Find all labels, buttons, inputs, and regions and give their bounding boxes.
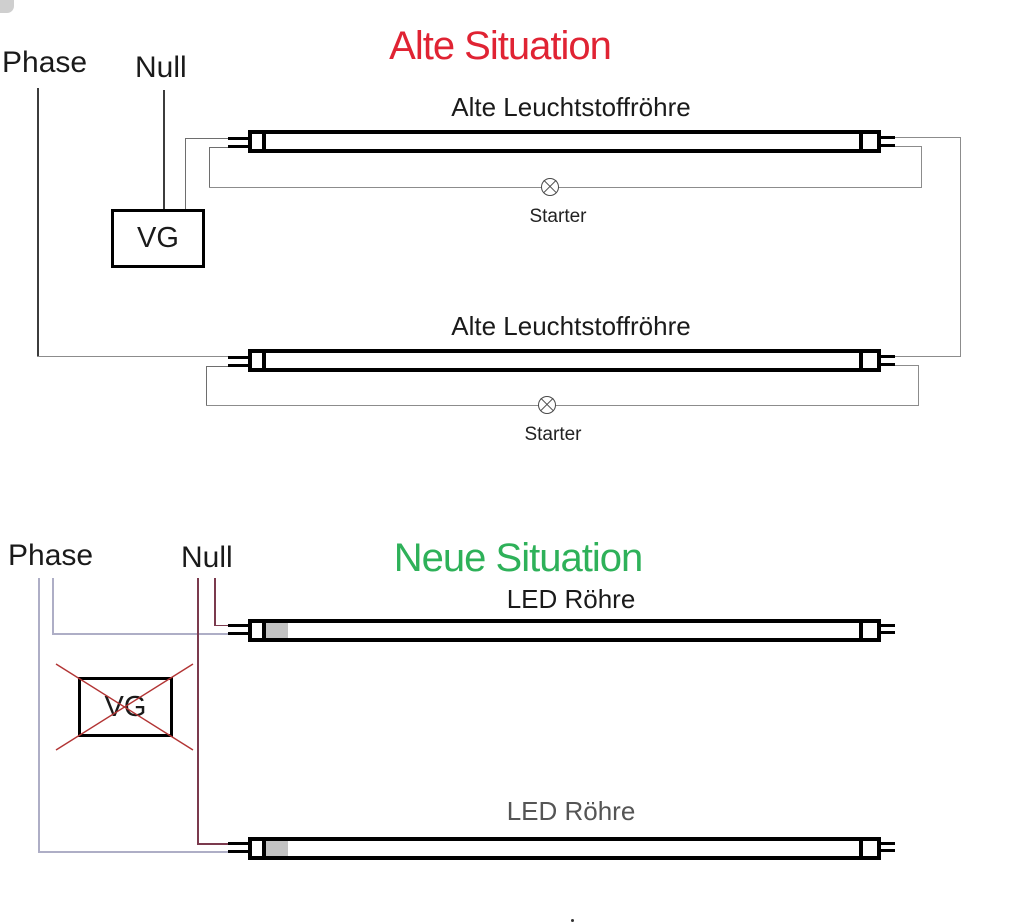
- tube-cap-divider: [262, 623, 266, 638]
- starter-icon: [541, 178, 559, 196]
- phase-wire-new-short-h: [52, 633, 239, 635]
- screenshot-corner-artifact: [0, 0, 14, 13]
- tube-pin: [881, 136, 895, 139]
- cross-out-icon: [55, 663, 194, 751]
- phase-wire-new-long-h: [38, 851, 238, 853]
- series-wire-tube2-right-h: [895, 356, 961, 358]
- tube-body: [248, 349, 881, 372]
- tube-body: [248, 837, 881, 860]
- null-label-old: Null: [135, 51, 187, 84]
- ballast-wire-tube1-top-h: [185, 138, 231, 140]
- starter1-wire-left-h: [209, 147, 231, 149]
- fluorescent-tube-2: [228, 349, 895, 372]
- series-wire-tube1-right-h: [895, 137, 961, 139]
- null-wire-new-short-h: [214, 624, 240, 627]
- tube-cap-divider: [859, 353, 863, 368]
- starter2-wire-right-v: [918, 365, 920, 406]
- starter1-wire-right-v: [921, 146, 923, 188]
- old-section-title: Alte Situation: [389, 24, 612, 68]
- tube-cap-divider: [262, 353, 266, 368]
- tube-pin: [228, 137, 249, 140]
- fluorescent-tube-1: [228, 130, 895, 153]
- led-driver-block: [266, 841, 288, 856]
- phase-wire-new-long-v: [38, 578, 40, 852]
- tube-pin: [228, 364, 249, 367]
- tube-cap-divider: [262, 841, 266, 856]
- null-wire-to-ballast: [163, 90, 165, 209]
- led-tube-2: [228, 837, 895, 860]
- tube-pin: [228, 842, 249, 845]
- null-wire-new-long-v: [197, 578, 199, 844]
- series-wire-right-v: [960, 137, 962, 357]
- old-tube2-label: Alte Leuchtstoffröhre: [451, 311, 691, 341]
- tube-pin: [881, 842, 895, 845]
- phase-wire-new-short-v: [52, 578, 54, 634]
- phase-wire-vertical-old: [37, 88, 39, 356]
- led-tube-1: [228, 619, 895, 642]
- tube-cap-divider: [859, 623, 863, 638]
- new-section-title: Neue Situation: [393, 536, 643, 580]
- old-tube1-label: Alte Leuchtstoffröhre: [451, 92, 691, 122]
- null-wire-new-long-h: [197, 843, 240, 845]
- starter2-wire-left-h: [206, 366, 231, 368]
- tube-pin: [881, 363, 895, 366]
- starter2-wire-right-h: [895, 365, 919, 367]
- led-tube1-label: LED Röhre: [506, 584, 636, 614]
- starter1-loop-wire: [209, 187, 922, 189]
- tube-cap-divider: [859, 841, 863, 856]
- starter1-label: Starter: [529, 206, 587, 227]
- null-wire-new-short-v: [214, 578, 216, 626]
- phase-label-new: Phase: [8, 539, 94, 572]
- led-tube2-label: LED Röhre: [506, 796, 636, 826]
- starter-icon: [538, 396, 556, 414]
- ballast-wire-tube1-top-v: [185, 138, 187, 210]
- ballast-label-old: VG: [137, 222, 179, 254]
- phase-label-old: Phase: [2, 46, 88, 79]
- tube-body: [248, 130, 881, 153]
- tube-pin: [881, 355, 895, 358]
- led-driver-block: [266, 623, 288, 638]
- stray-dot: [571, 919, 574, 922]
- tube-pin: [228, 632, 249, 635]
- starter1-wire-right-h: [895, 146, 922, 148]
- null-label-new: Null: [181, 541, 233, 574]
- phase-wire-to-tube2: [37, 356, 231, 358]
- tube-pin: [228, 356, 249, 359]
- tube-pin: [228, 624, 249, 627]
- tube-pin: [881, 144, 895, 147]
- starter2-wire-left-v: [206, 366, 208, 406]
- starter2-label: Starter: [524, 424, 582, 445]
- starter1-wire-left-v: [209, 147, 211, 188]
- tube-cap-divider: [859, 134, 863, 149]
- tube-pin: [881, 849, 895, 852]
- tube-body: [248, 619, 881, 642]
- tube-pin: [881, 624, 895, 627]
- tube-pin: [881, 631, 895, 634]
- tube-pin: [228, 145, 249, 148]
- starter2-loop-wire: [206, 405, 919, 407]
- tube-cap-divider: [262, 134, 266, 149]
- ballast-box-old: VG: [111, 209, 205, 268]
- tube-pin: [228, 850, 249, 853]
